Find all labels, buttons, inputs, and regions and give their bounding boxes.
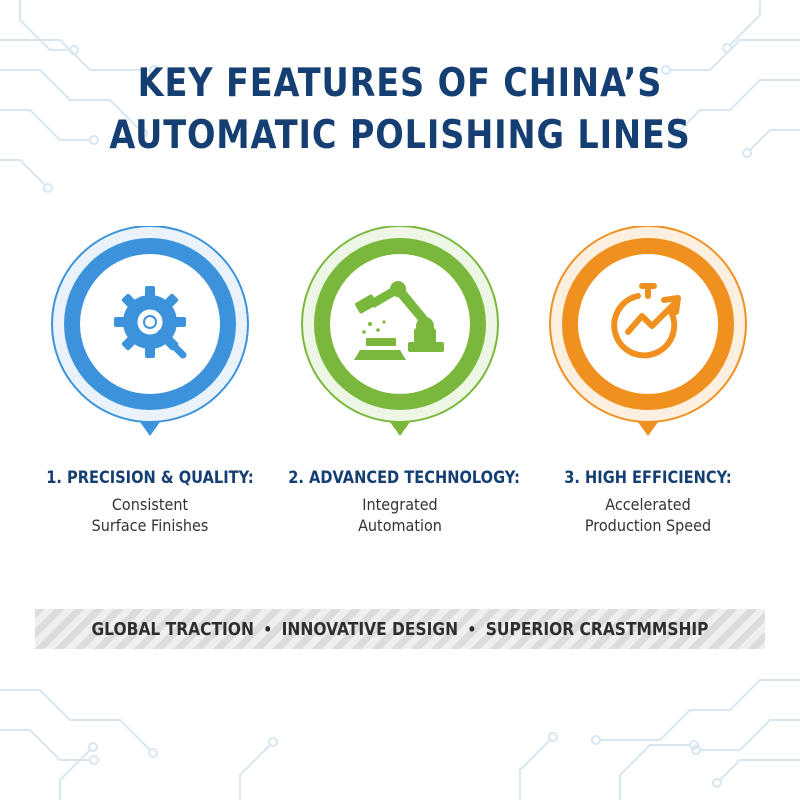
feature-label: 3. HIGH EFFICIENCY:: [564, 468, 732, 488]
tagline-item: INNOVATIVE DESIGN: [281, 618, 459, 640]
page-title: KEY FEATURES OF CHINA’S AUTOMATIC POLISH…: [56, 58, 744, 162]
feature-desc-line: Production Speed: [584, 516, 712, 535]
feature-badge-blue: [51, 226, 249, 436]
gear-magnifier-icon: [114, 286, 187, 359]
tagline-text: GLOBAL TRACTION • INNOVATIVE DESIGN • SU…: [86, 609, 714, 649]
feature-desc-line: Integrated: [362, 495, 438, 514]
robot-arm-icon: [354, 281, 444, 360]
feature-desc-line: Surface Finishes: [91, 516, 209, 535]
title-line-1: KEY FEATURES OF CHINA’S: [137, 61, 663, 106]
tagline-banner: GLOBAL TRACTION • INNOVATIVE DESIGN • SU…: [35, 609, 765, 649]
feature-badge-orange: [549, 226, 747, 436]
separator-dot: •: [263, 619, 273, 639]
feature-desc-line: Automation: [358, 516, 442, 535]
tagline-item: GLOBAL TRACTION: [91, 618, 254, 640]
feature-desc-line: Accelerated: [605, 495, 691, 514]
feature-label: 1. PRECISION & QUALITY:: [46, 468, 254, 488]
title-line-2: AUTOMATIC POLISHING LINES: [109, 113, 691, 158]
feature-description: Accelerated Production Speed: [549, 494, 747, 536]
feature-label: 2. ADVANCED TECHNOLOGY:: [288, 468, 520, 488]
feature-description: Consistent Surface Finishes: [51, 494, 249, 536]
feature-badge-green: [301, 226, 499, 436]
tagline-item: SUPERIOR CRASTMMSHIP: [485, 618, 709, 640]
feature-description: Integrated Automation: [301, 494, 499, 536]
clock-growth-arrow-icon: [611, 283, 681, 359]
feature-desc-line: Consistent: [111, 495, 189, 514]
separator-dot: •: [467, 619, 477, 639]
